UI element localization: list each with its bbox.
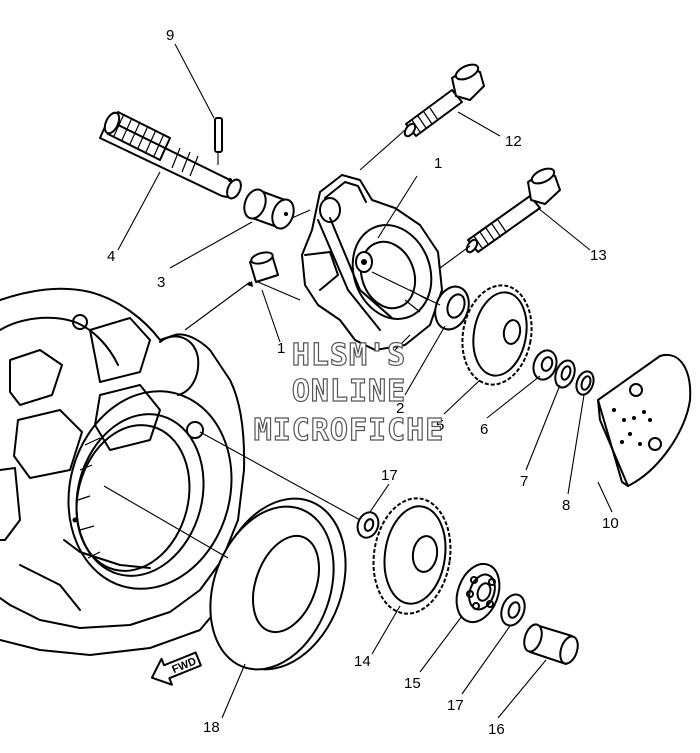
- part-number-17-bottom: 17: [447, 697, 464, 714]
- watermark-line-1: HLSM'S: [292, 338, 406, 373]
- part-numbers: 9 4 3 1 1 12 13 2 5 6 7 8 10 17 14 15 17…: [107, 27, 619, 738]
- part-number-16: 16: [488, 721, 505, 738]
- nut-6: [532, 349, 558, 381]
- fwd-arrow: FWD: [150, 651, 202, 686]
- leader-lines: [103, 43, 613, 719]
- part-number-1-housing: 1: [434, 155, 442, 172]
- part-number-9: 9: [166, 27, 174, 44]
- part-number-18: 18: [203, 719, 220, 736]
- watermark: HLSM'S ONLINE MICROFICHE: [253, 337, 445, 448]
- part-number-15: 15: [404, 675, 421, 692]
- part-number-10: 10: [602, 515, 619, 532]
- part-number-7: 7: [520, 473, 528, 490]
- part-number-4: 4: [107, 248, 115, 265]
- washer-7: [554, 359, 576, 389]
- part-number-1-dowel: 1: [277, 340, 285, 357]
- cover-plate: [597, 353, 692, 487]
- collar: [243, 188, 295, 230]
- part-number-6: 6: [480, 421, 488, 438]
- part-number-14: 14: [354, 653, 371, 670]
- part-number-3: 3: [157, 274, 165, 291]
- crankcase: [0, 287, 246, 656]
- part-number-5: 5: [436, 417, 444, 434]
- part-number-12: 12: [505, 133, 522, 150]
- washer-17-bottom: [500, 593, 526, 627]
- circlip-8: [575, 370, 595, 396]
- oil-seal-18: [209, 497, 347, 671]
- part-number-17-top: 17: [381, 467, 398, 484]
- bearing-2: [434, 285, 470, 331]
- bolt-13: [465, 167, 561, 254]
- dowel: [247, 251, 279, 287]
- pin: [214, 117, 223, 153]
- watermark-line-3: MICROFICHE: [254, 413, 445, 448]
- sleeve-16: [523, 623, 579, 665]
- part-number-8: 8: [562, 497, 570, 514]
- watermark-line-2: ONLINE: [292, 374, 406, 409]
- bearing-15: [455, 562, 501, 624]
- part-number-2: 2: [396, 400, 404, 417]
- gear-5: [461, 284, 533, 386]
- gear-14: [372, 497, 452, 615]
- worm-shaft: [99, 111, 242, 200]
- washer-17-top: [356, 511, 380, 539]
- pump-housing: [301, 174, 443, 351]
- bolt-12: [403, 63, 485, 138]
- part-number-13: 13: [590, 247, 607, 264]
